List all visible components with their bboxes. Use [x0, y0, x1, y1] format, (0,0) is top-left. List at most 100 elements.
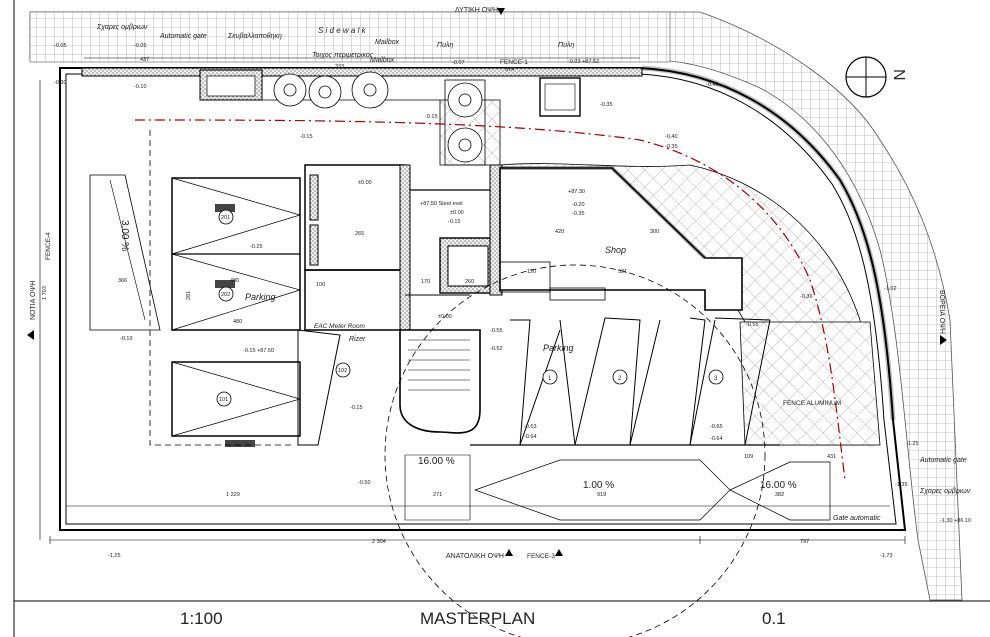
- level: -0.25: [250, 244, 263, 250]
- level: -1.25: [108, 553, 121, 559]
- mailbox-b: Mailbox: [370, 57, 395, 64]
- sidewalk-grid: [29, 11, 963, 601]
- core-building: [304, 164, 503, 331]
- dimension: 919: [597, 492, 606, 498]
- fence-4: FENCE-4: [45, 232, 52, 260]
- sidewalk-label: S i d e w a l k: [318, 26, 367, 35]
- level: -0.40: [706, 82, 719, 88]
- fence-1: FENCE-1: [500, 59, 528, 66]
- angled-parking: [470, 317, 780, 446]
- level: -1.02: [884, 286, 897, 292]
- level: -0.50: [358, 480, 371, 486]
- dimension: 797: [800, 539, 809, 545]
- perimeter-wall: Τοιχος περιμετρικος: [312, 52, 374, 59]
- level: -0.03 +87.52: [568, 59, 599, 65]
- gratings-top: Σχαρες ομβριων: [96, 24, 148, 31]
- dimension: 271: [433, 492, 442, 498]
- level: -1.35: [895, 482, 908, 488]
- level: -0.19: [120, 336, 133, 342]
- level: -0.63: [524, 424, 537, 430]
- level: -0.20: [572, 202, 585, 208]
- level: -0.36: [800, 294, 813, 300]
- slope-4: 16.00 %: [760, 480, 797, 491]
- dimension: 300: [650, 229, 659, 235]
- east-arrow-icon: [505, 549, 513, 556]
- sheet-number: 0.1: [762, 609, 786, 628]
- stair-core: [399, 329, 481, 434]
- level: -0.10: [134, 84, 147, 90]
- level: -0.05: [134, 43, 147, 49]
- steel-level: +87.50 Steel evel: [420, 201, 463, 207]
- level: ±0.00: [358, 180, 372, 186]
- dimension: 437: [140, 57, 149, 63]
- space-3: 3: [714, 376, 718, 382]
- gate-a: Πυλη: [437, 42, 453, 49]
- level: -0.35: [665, 144, 678, 150]
- slope-3: 1.00 %: [583, 480, 614, 491]
- level: ±0.00: [438, 314, 452, 320]
- gratings-right: Σχαρες ομβριων: [919, 488, 971, 495]
- elev-west: ΔΥΤΙΚΗ ΟΨΗ: [455, 7, 498, 14]
- plot-boundary: [59, 67, 907, 531]
- level: -0.35: [572, 211, 585, 217]
- drawing-title: MASTERPLAN: [420, 609, 535, 628]
- gate-automatic: Gate automatic: [833, 515, 881, 522]
- elev-east: ΑΝΑΤΟΛΙΚΗ ΟΨΗ: [446, 553, 504, 560]
- parking-label-a: Parking: [245, 292, 276, 302]
- space-102: 102: [338, 368, 347, 374]
- meter-room: EAC Meter Room: [314, 323, 366, 330]
- level: -0.07: [452, 60, 465, 66]
- level: -0.65: [710, 424, 723, 430]
- north-mark: N: [890, 69, 907, 81]
- shop-outline: [499, 167, 743, 311]
- dimension: 521: [618, 269, 627, 275]
- level: -1.30 +86.10: [940, 518, 971, 524]
- level: -0.55: [490, 328, 503, 334]
- level: -0.15: [300, 134, 313, 140]
- automatic-gate-right: Automatic gate: [919, 457, 967, 464]
- space-1: 1: [548, 376, 552, 382]
- slope-1: 3.00 %: [119, 220, 130, 251]
- fence-aluminum: FENCE ALUMINUM: [783, 400, 841, 407]
- space-202: 202: [221, 292, 230, 298]
- dimension: 281: [186, 291, 192, 300]
- elev-south: ΝΟΤΙΑ ΟΨΗ: [30, 281, 37, 320]
- north-arrow-icon: [845, 56, 887, 98]
- dimension: 480: [233, 319, 242, 325]
- dimension: 374: [505, 67, 514, 73]
- dimension: 1 229: [226, 492, 240, 498]
- dimension: 1 703: [42, 286, 48, 300]
- shop-label: Shop: [605, 245, 626, 255]
- dimension: 366: [118, 278, 127, 284]
- level: ±0.00: [450, 210, 464, 216]
- dimension: 431: [827, 454, 836, 460]
- space-2: 2: [618, 376, 622, 382]
- gate-b: Πυλη: [558, 42, 574, 49]
- level: +87.30: [568, 189, 585, 195]
- north-elev-arrow-icon: [940, 335, 947, 345]
- trees: [273, 71, 486, 166]
- level: -0.35: [600, 102, 613, 108]
- dimension: 100: [316, 282, 325, 288]
- level: -0.55: [746, 322, 759, 328]
- slope-2: 16.00 %: [418, 456, 455, 467]
- dimension: 420: [555, 229, 564, 235]
- dimension: 120: [527, 269, 536, 275]
- dimension: 2 304: [372, 539, 386, 545]
- elev-north: ΒΟΡΕΙΑ ΟΨΗ: [938, 290, 945, 334]
- west-arrow-icon: [497, 8, 505, 15]
- level: -0.15: [448, 219, 461, 225]
- rizer-label: Rizer: [349, 336, 366, 343]
- level: -0.05: [54, 43, 67, 49]
- level: -0.64: [710, 436, 723, 442]
- mailbox-a: Mailbox: [375, 39, 400, 46]
- level: -0.40: [665, 134, 678, 140]
- scale-text: 1:100: [180, 609, 223, 628]
- dimension: 260: [465, 279, 474, 285]
- level: -0.15 +87.50: [243, 348, 274, 354]
- garbage-room: Σκυβαλλαποθηκη: [227, 33, 282, 40]
- dimension: 333: [335, 64, 344, 70]
- south-arrow-icon: [27, 330, 34, 340]
- automatic-gate-top: Automatic gate: [159, 33, 207, 40]
